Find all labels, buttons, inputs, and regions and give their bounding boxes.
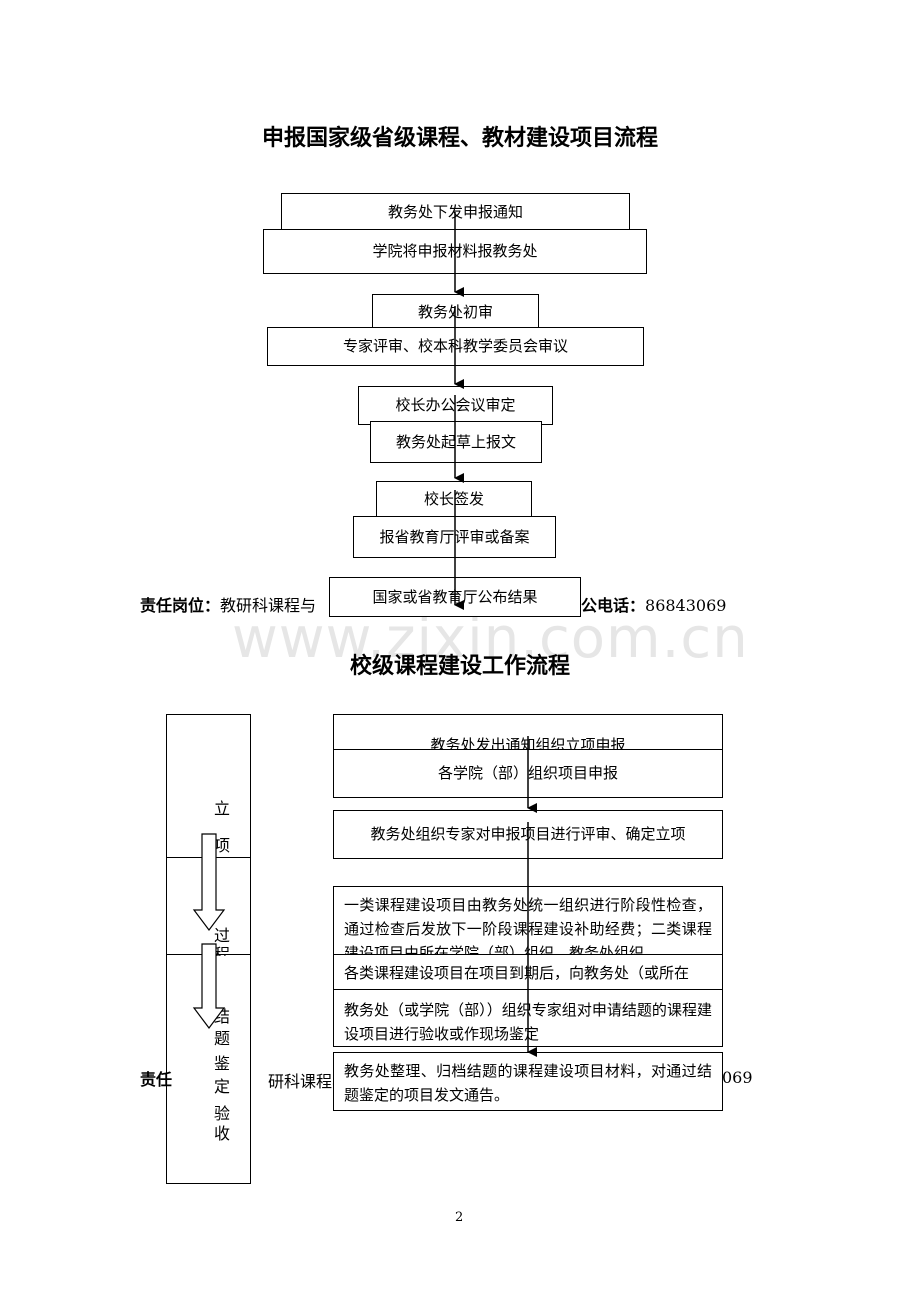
stage-label-jian: 鉴 [214,1054,231,1073]
flow2-step-6: 教务处（或学院（部））组织专家组对申请结题的课程建设项目进行验收或作现场鉴定 [333,989,723,1047]
flow1-step-9: 国家或省教育厅公布结果 [329,577,581,617]
flow2-step-5: 各类课程建设项目在项目到期后，向教务处（或所在 [333,954,723,994]
flow1-step-4: 专家评审、校本科教学委员会审议 [267,327,644,366]
stage-label-shou: 收 [214,1124,231,1143]
flow1-title: 申报国家级省级课程、教材建设项目流程 [261,126,658,151]
flow2-responsibility-label: 责任 [140,1070,173,1089]
flow2-responsibility-middle: 研科课程与 [268,1072,349,1091]
stage-label-jie: 结 [214,1007,231,1026]
flow1-step-6: 教务处起草上报文 [370,421,542,463]
stage-divider-2 [166,954,251,955]
stage-label-cheng: 程 [214,945,231,956]
flow1-step-2: 学院将申报材料报教务处 [263,229,647,274]
flow1-phone-label: 办公电话： [565,596,646,615]
flow2-step-2: 各学院（部）组织项目申报 [333,749,723,798]
flow1-step-1: 教务处下发申报通知 [281,193,630,231]
flow2-responsibility-left: 责任 [140,1066,172,1090]
flow2-step-7: 教务处整理、归档结题的课程建设项目材料，对通过结题鉴定的项目发文通告。 [333,1052,723,1111]
flow2-responsibility-right: 069 [722,1068,753,1087]
stage-column [166,714,251,1184]
flow2-step-4: 一类课程建设项目由教务处统一组织进行阶段性检查，通过检查后发放下一阶段课程建设补… [333,886,723,958]
stage-divider-1 [166,857,251,858]
flow1-phone-number: 86843069 [645,596,727,615]
stage-label-ding: 定 [214,1077,231,1096]
stage-label-ti: 题 [214,1029,231,1048]
stage-label-guo: 过 [214,926,231,945]
page-number: 2 [455,1210,464,1225]
stage-label-xiang: 项 [214,836,231,855]
flow2-step-3: 教务处组织专家对申报项目进行评审、确定立项 [333,810,723,859]
flow2-title: 校级课程建设工作流程 [349,654,570,679]
stage-label-yan: 验 [214,1104,231,1123]
stage-label-li: 立 [214,799,231,818]
flow1-phone: 办公电话：86843069 [565,592,726,616]
flow1-responsibility: 责任岗位：教研科课程与 [140,592,316,616]
flow1-responsibility-label: 责任岗位： [140,596,221,615]
flow1-step-5: 校长办公会议审定 [358,386,553,425]
flow1-step-7: 校长签发 [376,481,532,518]
flow1-responsibility-value: 教研科课程与 [220,596,317,615]
flow1-step-8: 报省教育厅评审或备案 [353,516,556,558]
flow1-step-3: 教务处初审 [372,294,539,330]
